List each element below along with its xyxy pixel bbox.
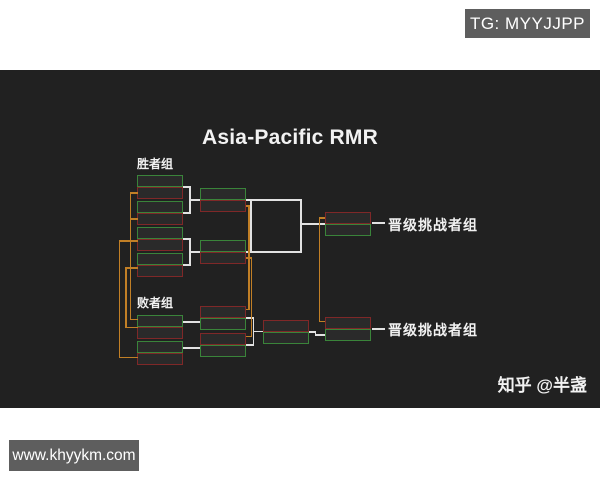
- loser-drop1-stub-m2: [130, 218, 138, 220]
- zhihu-credit-text: 知乎 @半盏: [497, 376, 587, 395]
- lb-r2-m1-team-b-box: [200, 318, 246, 330]
- loser-drop5-stub-out: [246, 335, 252, 338]
- lb-final-connector-output: [315, 334, 325, 336]
- lb-r1-m1-team-b-box: [137, 327, 183, 339]
- website-watermark-badge: www.khyykm.com: [9, 440, 139, 471]
- ub-connector2-stub-bottom: [183, 264, 190, 266]
- lb-r1-m2-team-b-box: [137, 353, 183, 365]
- ub-final-team-b-box: [325, 224, 371, 236]
- loser-drop4-stub-out: [246, 308, 250, 311]
- lb-r1-m2-team-a-box: [137, 341, 183, 353]
- loser-drop6-stub-in: [319, 217, 325, 219]
- lb-sf-team-b-box: [263, 332, 309, 344]
- ub-final-connector-bottom: [246, 251, 302, 253]
- ub-r1-m2-team-b-box: [137, 213, 183, 225]
- lb-r1-m1-team-a-box: [137, 315, 183, 327]
- lb-final-connector-stub: [309, 331, 316, 333]
- lb-r2-m1-team-a-box: [200, 306, 246, 318]
- lower-advance-dash: [372, 327, 385, 330]
- ub-connector2-output: [189, 251, 200, 253]
- telegram-watermark-badge: TG: MYYJJPP: [465, 9, 590, 38]
- ub-final-connector-left: [250, 199, 252, 252]
- ub-r1-m4-team-b-box: [137, 265, 183, 277]
- loser-drop1-vertical: [129, 192, 132, 320]
- loser-drop3-vertical: [125, 267, 127, 328]
- loser-drop1-stub-m1: [130, 192, 138, 194]
- lb-connector1-line: [183, 321, 200, 323]
- ub-final-connector-right: [300, 199, 302, 252]
- ub-r1-m3-team-b-box: [137, 239, 183, 251]
- ub-connector1-stub-top: [183, 186, 190, 188]
- ub-r2-m2-team-b-box: [200, 252, 246, 264]
- loser-drop5-stub-in: [246, 257, 252, 259]
- ub-connector1-stub-bottom: [183, 212, 190, 214]
- lb-sf-team-a-box: [263, 320, 309, 332]
- loser-drop2-stub-out: [119, 356, 138, 359]
- ub-final-team-a-box: [325, 212, 371, 224]
- ub-final-connector-output: [301, 223, 325, 225]
- lower-advance-label: 晋级挑战者组: [388, 322, 478, 338]
- ub-connector2-stub-top: [183, 238, 190, 240]
- lb-sf-connector-stub-top: [246, 317, 254, 319]
- lb-r2-m2-team-a-box: [200, 333, 246, 345]
- ub-r1-m1-team-a-box: [137, 175, 183, 187]
- loser-drop3-stub-out: [125, 326, 138, 329]
- upper-bracket-label: 胜者组: [137, 157, 174, 171]
- lb-sf-connector-stub-bottom: [246, 344, 254, 346]
- lower-bracket-label: 败者组: [137, 296, 174, 310]
- lb-final-connector-vertical: [314, 331, 317, 336]
- loser-drop2-stub-m3: [119, 240, 138, 242]
- page-title: Asia-Pacific RMR: [202, 126, 378, 149]
- ub-r1-m2-team-a-box: [137, 201, 183, 213]
- upper-advance-label: 晋级挑战者组: [388, 217, 478, 233]
- loser-drop3-stub-m4: [125, 267, 138, 269]
- lb-sf-connector-output: [253, 330, 263, 333]
- ub-r1-m3-team-a-box: [137, 227, 183, 239]
- ub-r2-m2-team-a-box: [200, 240, 246, 252]
- ub-r1-m1-team-b-box: [137, 187, 183, 199]
- lb-connector2-line: [183, 347, 200, 349]
- loser-drop2-vertical: [118, 240, 121, 358]
- loser-drop6-vertical: [318, 217, 321, 322]
- loser-drop6-stub-out: [319, 320, 325, 323]
- ub-r2-m1-team-b-box: [200, 200, 246, 212]
- telegram-watermark-text: TG: MYYJJPP: [469, 13, 586, 33]
- ub-connector1-output: [189, 199, 200, 201]
- loser-drop5-vertical: [250, 257, 253, 337]
- lb-final-team-a-box: [325, 317, 371, 329]
- loser-drop1-stub-out: [130, 318, 138, 321]
- lb-r2-m2-team-b-box: [200, 345, 246, 357]
- ub-r2-m1-team-a-box: [200, 188, 246, 200]
- upper-advance-dash: [372, 222, 385, 224]
- lb-final-team-b-box: [325, 329, 371, 341]
- ub-final-connector-top: [246, 199, 302, 201]
- ub-r1-m4-team-a-box: [137, 253, 183, 265]
- website-watermark-text: www.khyykm.com: [12, 446, 136, 464]
